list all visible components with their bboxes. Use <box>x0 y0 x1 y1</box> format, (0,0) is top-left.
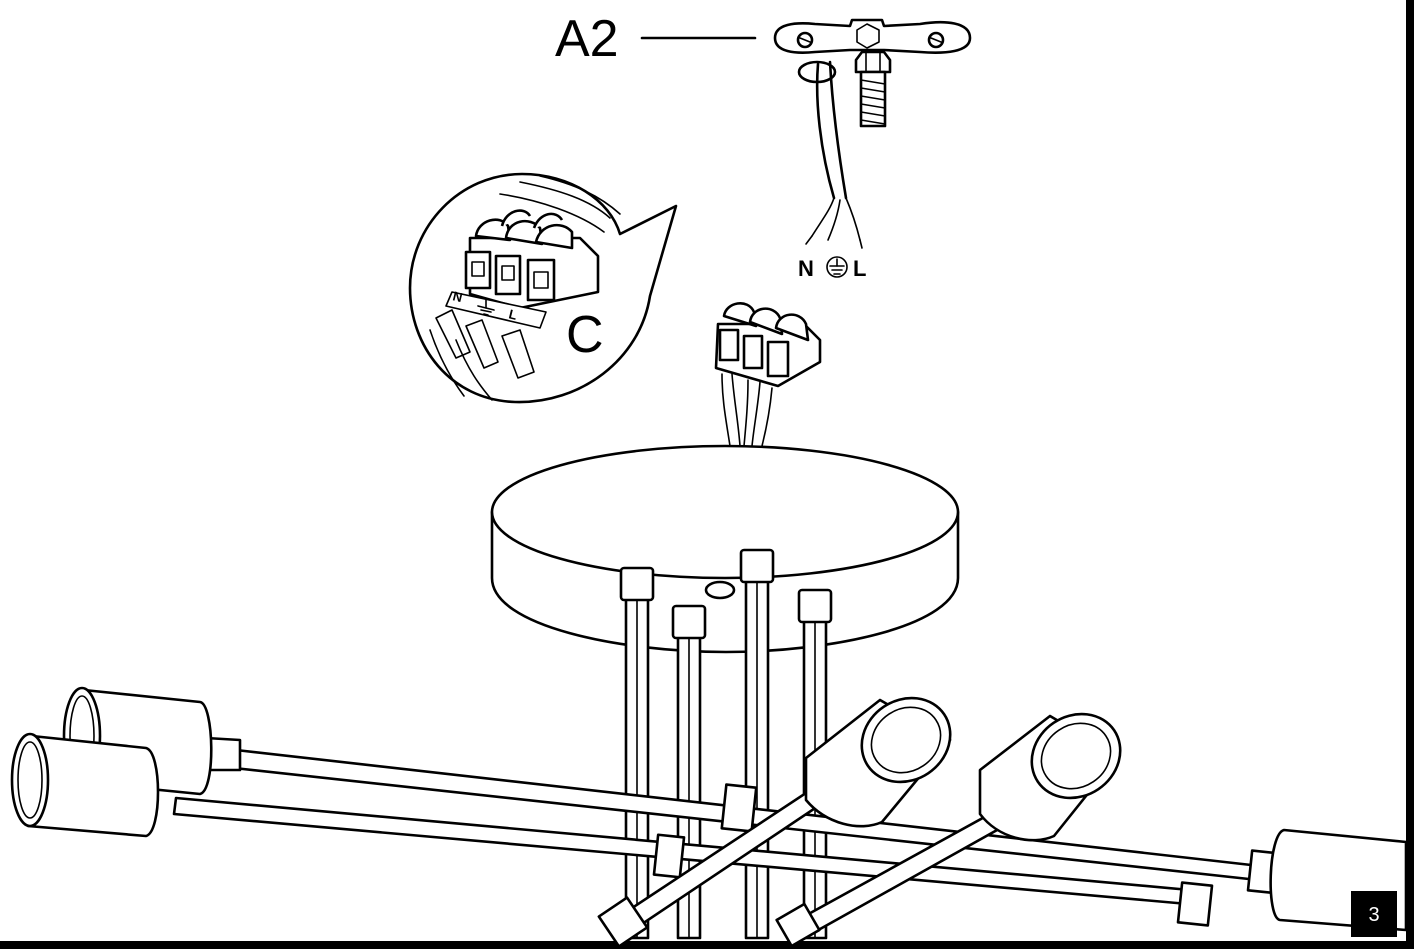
mains-cable <box>805 60 863 249</box>
inset-label-live: L <box>507 306 518 322</box>
arm-diagonal-1 <box>597 696 952 948</box>
inset-ground-icon <box>477 299 495 316</box>
bracket-bolt <box>854 50 892 128</box>
inset-label-neutral: N <box>451 288 464 305</box>
ground-icon <box>826 256 848 278</box>
label-a2-group: A2 <box>555 10 757 68</box>
arm-left-upper <box>62 686 1262 882</box>
label-a2: A2 <box>555 10 619 68</box>
wire-label-neutral: N <box>798 256 814 281</box>
inset-terminal-block <box>464 209 600 310</box>
page-number: 3 <box>1368 904 1379 926</box>
wire-label-live: L <box>853 256 866 281</box>
canopy <box>490 444 960 654</box>
label-c: C <box>566 306 604 364</box>
arm-left-lower <box>10 732 1214 927</box>
arm-diagonal-2 <box>775 712 1122 948</box>
page-number-badge: 3 <box>1351 891 1397 937</box>
wire-labels: N L <box>798 256 866 281</box>
terminal-block <box>714 302 822 447</box>
connector-inset: N L C <box>408 172 678 404</box>
mounting-bracket <box>773 18 972 128</box>
